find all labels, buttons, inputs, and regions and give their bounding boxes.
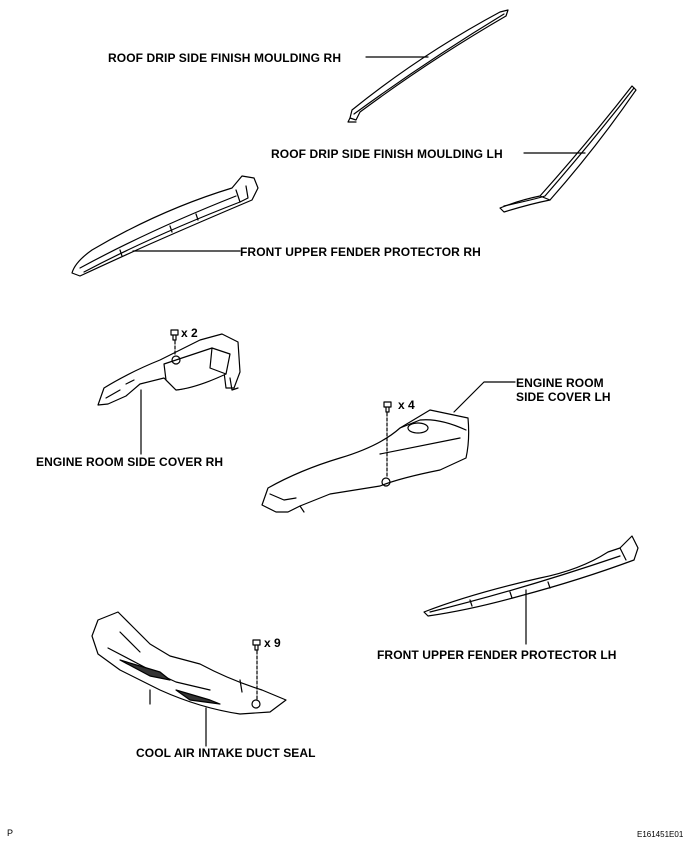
fender-protector-lh-part [423, 535, 639, 617]
duct-seal-quantity: x 9 [264, 636, 281, 650]
duct-seal-part [91, 611, 287, 715]
fender-protector-lh-label: FRONT UPPER FENDER PROTECTOR LH [377, 648, 617, 662]
cover-rh-clip-icon [170, 329, 179, 341]
fender-protector-rh-label: FRONT UPPER FENDER PROTECTOR RH [240, 245, 481, 259]
engine-cover-lh-leader [453, 381, 516, 413]
cover-lh-quantity: x 4 [398, 398, 415, 412]
roof-moulding-rh-part [347, 9, 509, 123]
engine-cover-rh-label: ENGINE ROOM SIDE COVER RH [36, 455, 224, 469]
cover-lh-clip-icon [383, 401, 392, 413]
roof-moulding-rh-label: ROOF DRIP SIDE FINISH MOULDING RH [108, 51, 342, 65]
duct-seal-clip-icon [252, 639, 261, 651]
cover-rh-quantity: x 2 [181, 326, 198, 340]
engine-cover-lh-label: ENGINE ROOM SIDE COVER LH [516, 376, 611, 404]
engine-cover-lh-part [261, 409, 470, 513]
duct-seal-label: COOL AIR INTAKE DUCT SEAL [136, 746, 316, 760]
engine-cover-rh-part [97, 333, 241, 406]
footer-left-code: P [7, 828, 14, 838]
figure-id: E161451E01 [637, 830, 684, 839]
roof-moulding-lh-label: ROOF DRIP SIDE FINISH MOULDING LH [271, 147, 503, 161]
roof-moulding-lh-part [499, 85, 637, 213]
fender-protector-rh-part [71, 175, 259, 277]
